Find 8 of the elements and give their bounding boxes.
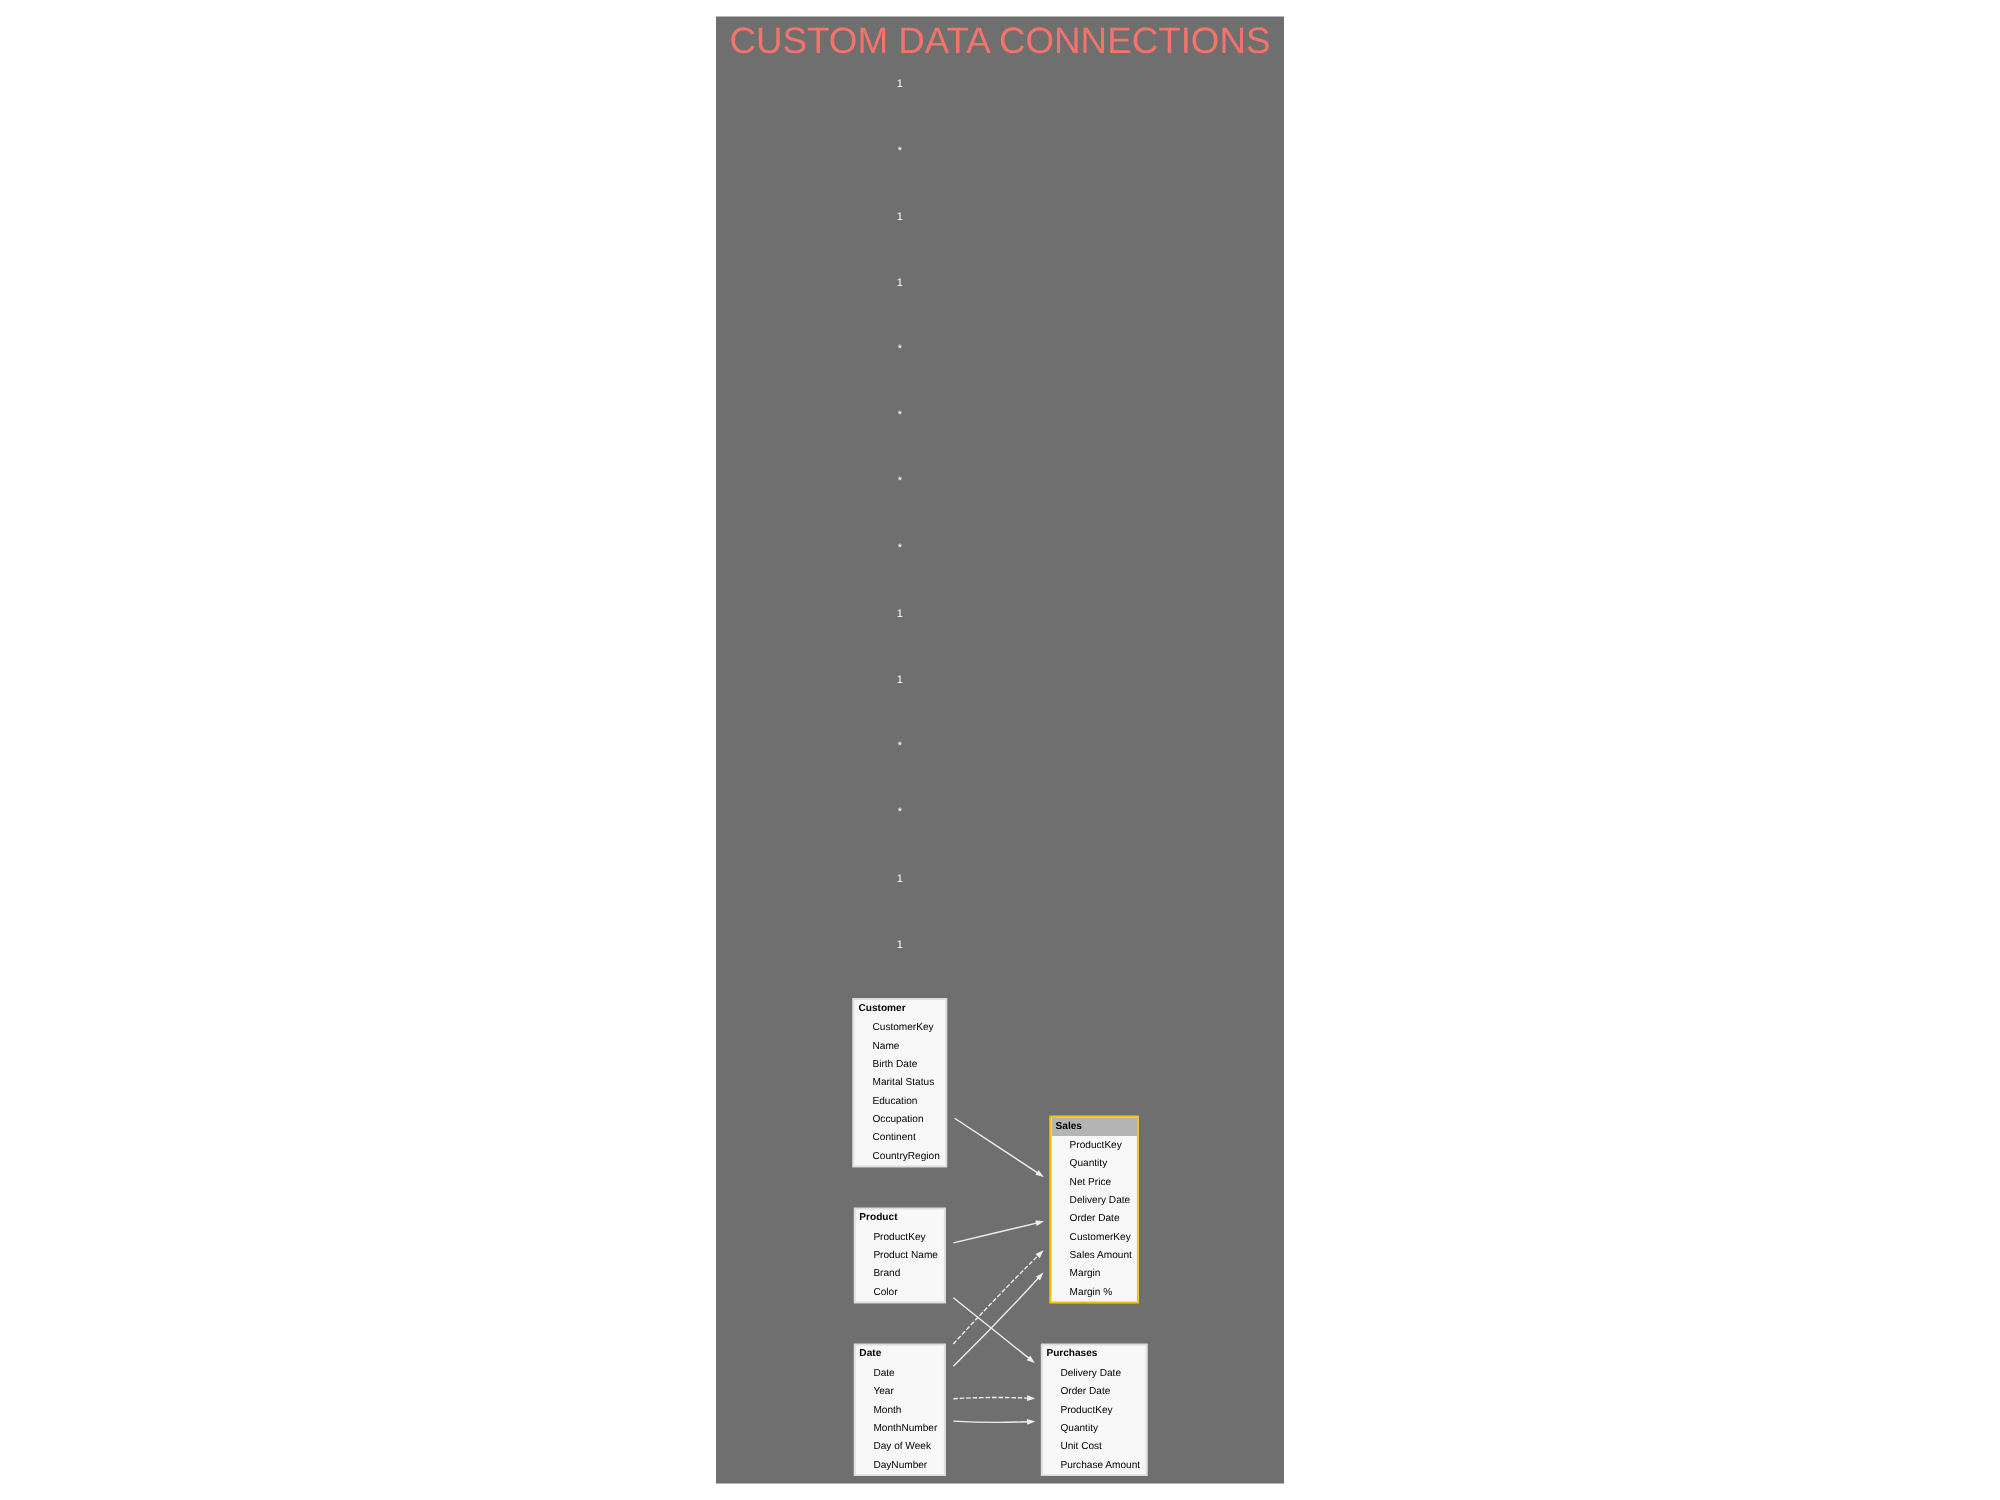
arrow bbox=[953, 1117, 1044, 1177]
arrow bbox=[952, 1418, 1036, 1425]
arrow bbox=[952, 1395, 1036, 1401]
arrow bbox=[952, 1220, 1045, 1244]
arrow bbox=[952, 1250, 1044, 1345]
diagram-title: CUSTOM DATA CONNECTIONS bbox=[729, 19, 1271, 62]
arrow bbox=[952, 1297, 1035, 1364]
arrow bbox=[952, 1272, 1044, 1368]
